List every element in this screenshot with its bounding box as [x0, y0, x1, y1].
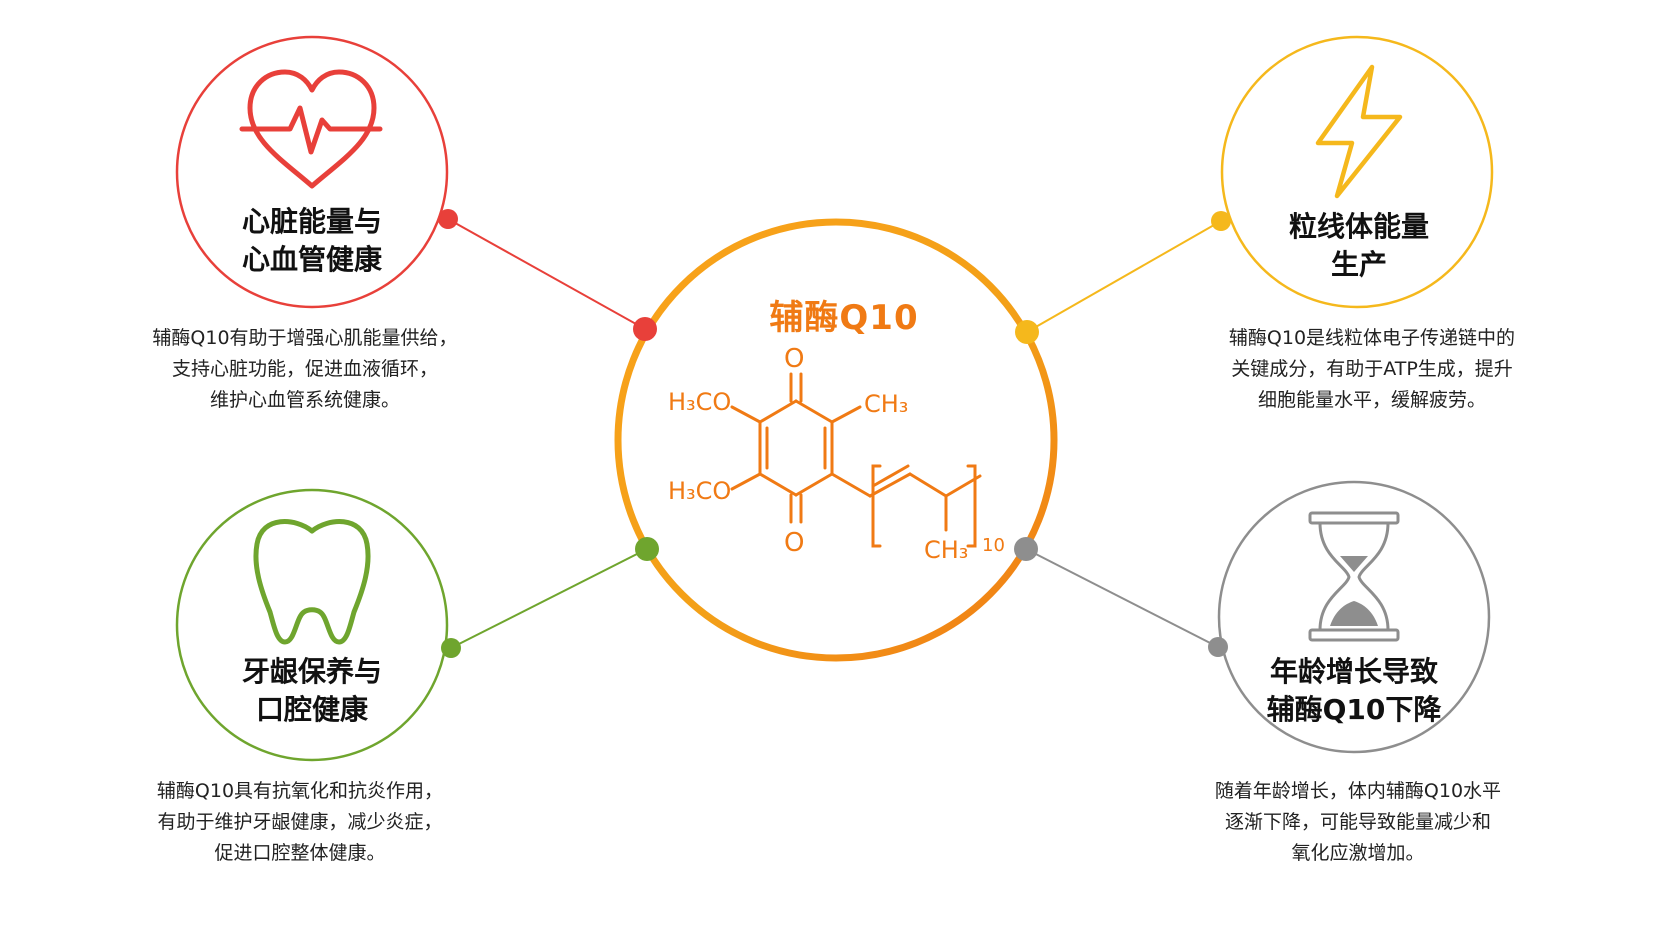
energy-circle: [1220, 35, 1494, 309]
formula-oxygen-bottom: O: [784, 528, 805, 558]
formula-oxygen-top: O: [784, 344, 805, 374]
center-title: 辅酶Q10: [769, 298, 919, 338]
dot-energy-inner: [1015, 320, 1039, 344]
dot-heart-outer: [438, 209, 458, 229]
heart-title: 心脏能量与 心血管健康: [241, 205, 382, 276]
hourglass-icon: [1308, 511, 1400, 642]
dot-aging-outer: [1208, 637, 1228, 657]
connector-heart: [447, 218, 646, 330]
energy-description: 辅酶Q10是线粒体电子传递链中的 关键成分，有助于ATP生成，提升 细胞能量水平…: [1228, 327, 1516, 411]
energy-title: 粒线体能量 生产: [1288, 210, 1429, 281]
aging-circle: [1217, 480, 1491, 754]
connector-energy: [1026, 220, 1222, 333]
tooth-icon: [253, 519, 371, 645]
aging-description: 随着年龄增长，体内辅酶Q10水平 逐渐下降，可能导致能量减少和 氧化应激增加。: [1214, 780, 1502, 864]
tooth-description: 辅酶Q10具有抗氧化和抗炎作用， 有助于维护牙龈健康，减少炎症， 促进口腔整体健…: [156, 780, 444, 864]
formula-methyl-chain: CH₃: [924, 536, 969, 564]
dot-energy-outer: [1211, 211, 1231, 231]
tooth-circle: [175, 488, 449, 762]
connector-tooth: [450, 548, 648, 649]
aging-title: 年龄增长导致 辅酶Q10下降: [1266, 655, 1442, 726]
formula-repeat-count: 10: [982, 535, 1005, 556]
connector-aging: [1025, 548, 1219, 648]
formula-methyl-ring: CH₃: [864, 390, 909, 418]
center-circle: [614, 218, 1058, 662]
dot-aging-inner: [1014, 537, 1038, 561]
dot-heart-inner: [633, 317, 657, 341]
heart-pulse-icon: [239, 69, 383, 189]
formula-methoxy-upper: H₃CO: [668, 388, 732, 416]
dot-tooth-inner: [635, 537, 659, 561]
formula-methoxy-lower: H₃CO: [668, 477, 732, 505]
lightning-bolt-icon: [1315, 64, 1403, 199]
coq10-structure: [730, 372, 982, 548]
tooth-title: 牙龈保养与 口腔健康: [241, 655, 382, 726]
heart-description: 辅酶Q10有助于增强心肌能量供给， 支持心脏功能，促进血液循环， 维护心血管系统…: [152, 327, 458, 411]
dot-tooth-outer: [441, 638, 461, 658]
heart-circle: [175, 35, 449, 309]
